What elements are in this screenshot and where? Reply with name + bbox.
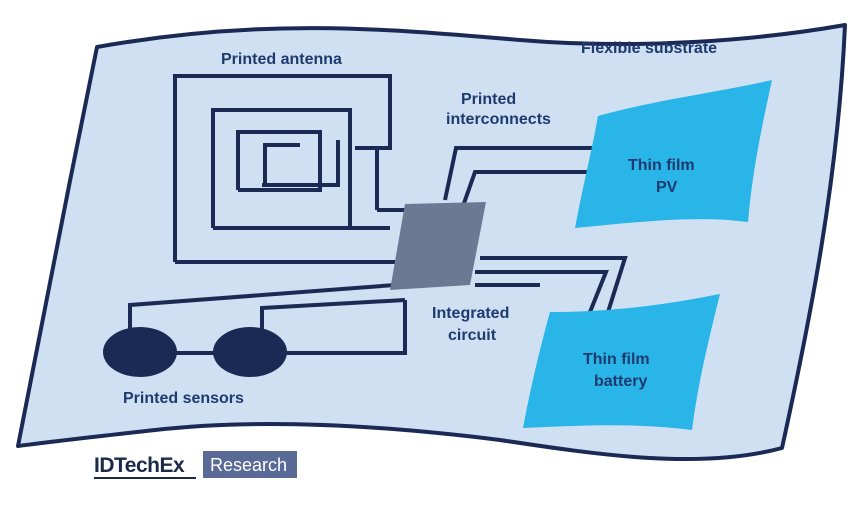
label-printed-interconnects-line2: interconnects [446, 111, 551, 128]
label-integrated-circuit-line2: circuit [448, 327, 497, 344]
logo-name: IDTechEx [94, 454, 185, 477]
integrated-circuit-chip [390, 202, 486, 290]
thin-film-pv-panel [575, 80, 772, 228]
label-printed-interconnects-line1: Printed [461, 91, 516, 108]
logo-tag: Research [210, 455, 287, 475]
label-thin-film-pv-line2: PV [656, 179, 678, 196]
printed-sensor-left [103, 327, 177, 377]
label-integrated-circuit-line1: Integrated [432, 305, 509, 322]
thin-film-battery-panel [523, 294, 720, 430]
label-flexible-substrate: Flexible substrate [581, 40, 717, 57]
label-printed-sensors: Printed sensors [123, 390, 244, 407]
printed-interconnects [128, 146, 628, 355]
label-thin-film-pv-line1: Thin film [628, 157, 695, 174]
label-printed-antenna: Printed antenna [221, 51, 342, 68]
label-thin-film-battery-line2: battery [594, 373, 647, 390]
idtechex-logo: IDTechEx Research [94, 451, 297, 479]
logo-badge [203, 451, 297, 478]
printed-sensor-right [213, 327, 287, 377]
printed-antenna [173, 74, 410, 264]
label-thin-film-battery-line1: Thin film [583, 351, 650, 368]
